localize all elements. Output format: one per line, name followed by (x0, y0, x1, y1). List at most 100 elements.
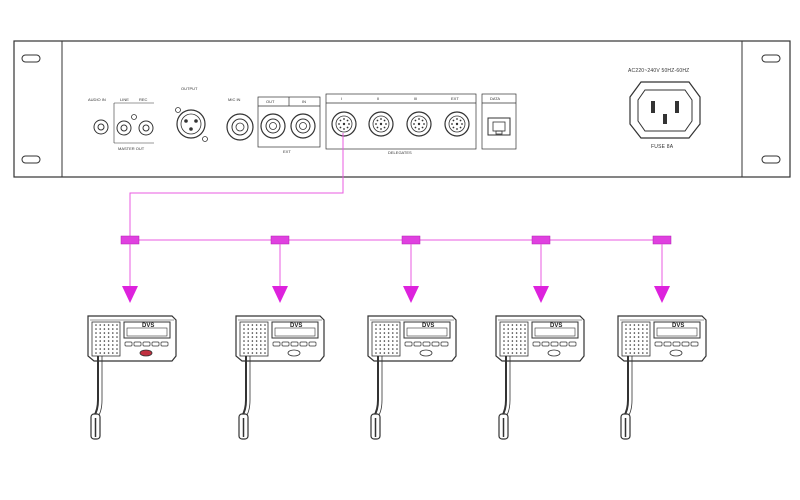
gooseneck-microphone (370, 356, 383, 440)
function-button[interactable] (663, 341, 672, 347)
gooseneck-microphone (238, 356, 251, 440)
cable-connector (120, 235, 140, 245)
function-button[interactable] (272, 341, 281, 347)
function-button[interactable] (151, 341, 160, 347)
speaker-grille (499, 321, 529, 357)
mount-slot-bottom-right (761, 155, 781, 164)
function-button[interactable] (541, 341, 550, 347)
delegate-unit-3[interactable]: DVS (367, 315, 457, 440)
audio-section: AUDIO IN LINE REC MASTER OUT (88, 97, 154, 151)
function-button[interactable] (160, 341, 169, 347)
delegate-port-2[interactable] (368, 111, 394, 137)
speak-button[interactable] (669, 349, 683, 357)
mic-in-jack[interactable] (226, 113, 254, 141)
function-button[interactable] (672, 341, 681, 347)
function-button[interactable] (413, 341, 422, 347)
cable-harness (120, 133, 672, 303)
output-section: OUTPUT (175, 86, 208, 142)
signal-arrow (122, 286, 138, 303)
lcd-display: DVS (531, 321, 579, 339)
brand-label: DVS (422, 323, 434, 329)
delegate-port-4[interactable] (444, 111, 470, 137)
rear-panel: AUDIO IN LINE REC MASTER OUT OUTPUT (13, 40, 791, 178)
delegate-port-3[interactable] (406, 111, 432, 137)
master-out-label: MASTER OUT (118, 146, 145, 151)
brand-label: DVS (672, 323, 684, 329)
function-button[interactable] (290, 341, 299, 347)
signal-arrow (654, 286, 670, 303)
ext-out-jack[interactable] (260, 113, 286, 139)
function-button[interactable] (133, 341, 142, 347)
mount-slot-bottom-left (21, 155, 41, 164)
delegate-unit-1[interactable]: DVS (87, 315, 177, 440)
delegate-units: DVS DVS DVS DVS DVS (87, 315, 707, 440)
ext-label: EXT (283, 149, 291, 154)
line-out-jack[interactable] (116, 120, 132, 136)
delegates-label: DELEGATES (388, 150, 412, 155)
function-button[interactable] (654, 341, 663, 347)
function-button[interactable] (532, 341, 541, 347)
function-button[interactable] (124, 341, 133, 347)
power-section: AC220~240V 50HZ-60HZ FUSE 8A (628, 68, 701, 150)
function-button[interactable] (431, 341, 440, 347)
gooseneck-microphone (90, 356, 103, 440)
port-label-2: II (377, 96, 379, 101)
ext-in-jack[interactable] (290, 113, 316, 139)
speaker-grille (621, 321, 651, 357)
panel-body (13, 40, 791, 178)
delegate-unit-4[interactable]: DVS (495, 315, 585, 440)
cable-connector (401, 235, 421, 245)
audio-in-jack[interactable] (93, 119, 109, 135)
lcd-display: DVS (271, 321, 319, 339)
data-section: DATA (481, 93, 517, 150)
function-button[interactable] (690, 341, 699, 347)
function-button[interactable] (299, 341, 308, 347)
function-button[interactable] (404, 341, 413, 347)
speaker-grille (371, 321, 401, 357)
mic-in-section: MIC IN (226, 97, 254, 141)
lcd-display: DVS (123, 321, 171, 339)
signal-arrow (403, 286, 419, 303)
port-label-4: EXT (451, 96, 459, 101)
function-button[interactable] (308, 341, 317, 347)
function-button[interactable] (422, 341, 431, 347)
lcd-display: DVS (403, 321, 451, 339)
brand-label: DVS (290, 323, 302, 329)
function-button[interactable] (550, 341, 559, 347)
iec-power-inlet[interactable] (629, 81, 701, 139)
delegates-section: I II III EXT DELEGATES (325, 93, 477, 155)
function-button[interactable] (568, 341, 577, 347)
speak-button[interactable] (547, 349, 561, 357)
mount-slot-top-left (21, 54, 41, 63)
speak-button[interactable] (419, 349, 433, 357)
output-label: OUTPUT (181, 86, 198, 91)
main-cable (129, 133, 344, 240)
delegate-unit-5[interactable]: DVS (617, 315, 707, 440)
speak-button[interactable] (139, 349, 153, 357)
delegate-port-1[interactable] (331, 111, 357, 137)
rec-out-jack[interactable] (138, 120, 154, 136)
signal-arrow (272, 286, 288, 303)
function-button[interactable] (281, 341, 290, 347)
cable-connector (652, 235, 672, 245)
brand-label: DVS (142, 323, 154, 329)
mount-slot-top-right (761, 54, 781, 63)
data-rj45-port[interactable] (487, 117, 511, 136)
xlr-output-connector[interactable] (175, 107, 208, 142)
cable-connector (531, 235, 551, 245)
lcd-display: DVS (653, 321, 701, 339)
ext-in-label: IN (302, 99, 306, 104)
ext-section: OUT IN EXT (257, 96, 321, 154)
delegate-unit-2[interactable]: DVS (235, 315, 325, 440)
cable-connector (270, 235, 290, 245)
gooseneck-microphone (498, 356, 511, 440)
function-button[interactable] (559, 341, 568, 347)
speaker-grille (91, 321, 121, 357)
function-button[interactable] (142, 341, 151, 347)
function-button[interactable] (681, 341, 690, 347)
mic-in-label: MIC IN (228, 97, 241, 102)
function-button[interactable] (440, 341, 449, 347)
speak-button[interactable] (287, 349, 301, 357)
fuse-label: FUSE 8A (651, 144, 674, 150)
audio-in-label: AUDIO IN (88, 97, 106, 102)
